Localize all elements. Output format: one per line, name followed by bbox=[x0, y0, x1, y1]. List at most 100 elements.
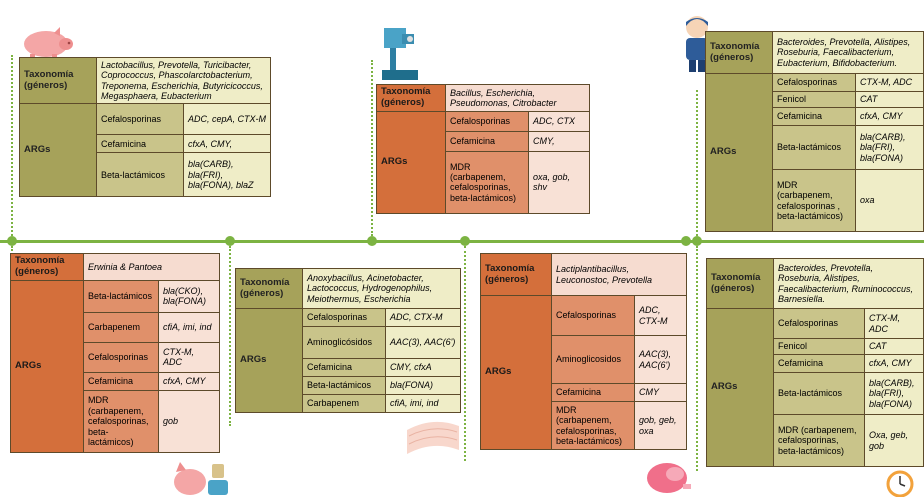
taxonomy-label: Taxonomía (géneros) bbox=[706, 258, 774, 309]
arg-genes: cfiA, imi, ind bbox=[158, 311, 220, 343]
arg-class: Cefalosporinas bbox=[772, 73, 856, 92]
taxa-list: Bacteroides, Prevotella, Roseburia, Alis… bbox=[773, 258, 924, 309]
taxa-list: Lactiplantibacillus, Leuconostoc, Prevot… bbox=[551, 253, 687, 296]
arg-class: Beta-lactámicos bbox=[96, 152, 184, 198]
arg-class: MDR (carbapenem, cefalosporinas, beta-la… bbox=[445, 150, 529, 214]
arg-genes: oxa bbox=[855, 169, 924, 232]
taxonomy-label: Taxonomía (géneros) bbox=[376, 84, 446, 112]
arg-class: MDR (carbapenem, cefalosporinas, beta-la… bbox=[83, 389, 159, 453]
connector-line bbox=[229, 246, 231, 426]
arg-genes: bla(CARB), bla(FRI), bla(FONA), blaZ bbox=[183, 152, 271, 198]
timeline-node bbox=[225, 236, 235, 246]
arg-class: Aminoglicósidos bbox=[302, 326, 386, 359]
card-equipment: Taxonomía (géneros) Anoxybacillus, Acine… bbox=[235, 268, 461, 413]
arg-class: Carbapenem bbox=[302, 394, 386, 413]
arg-class: Cefamicina bbox=[445, 130, 529, 152]
arg-genes: oxa, gob, shv bbox=[528, 150, 590, 214]
taxa-list: Bacteroides, Prevotella, Alistipes, Rose… bbox=[772, 31, 924, 74]
taxonomy-label: Taxonomía (géneros) bbox=[19, 56, 97, 105]
pig-head-icon bbox=[174, 462, 228, 495]
args-label: ARGs bbox=[705, 73, 773, 232]
args-label: ARGs bbox=[235, 308, 303, 413]
arg-class: Cefalosporinas bbox=[83, 341, 159, 373]
arg-genes: CTX-M, ADC bbox=[855, 73, 924, 92]
arg-genes: CAT bbox=[864, 338, 924, 355]
arg-class: Cefamicina bbox=[551, 383, 635, 402]
args-label: ARGs bbox=[19, 103, 97, 198]
arg-genes: bla(CARB), bla(FRI), bla(FONA) bbox=[855, 125, 924, 170]
taxonomy-label: Taxonomía (géneros) bbox=[10, 253, 84, 281]
arg-class: Cefalosporinas bbox=[551, 295, 635, 336]
arg-genes: CMY bbox=[634, 383, 687, 402]
arg-genes: CTX-M, ADC bbox=[864, 308, 924, 339]
ham-icon bbox=[647, 463, 691, 493]
arg-class: Beta-lactámicos bbox=[772, 125, 856, 170]
arg-class: Beta-lactámicos bbox=[83, 279, 159, 313]
arg-class: Cefamicina bbox=[773, 354, 865, 373]
taxonomy-label: Taxonomía (géneros) bbox=[705, 31, 773, 74]
arg-genes: bla(CARB), bla(FRI), bla(FONA) bbox=[864, 372, 924, 415]
card-slaughter: Taxonomía (géneros) Erwinia & Pantoea AR… bbox=[10, 253, 220, 453]
timeline-node bbox=[681, 236, 691, 246]
arg-class: Beta-lactámicos bbox=[302, 376, 386, 395]
arg-genes: CMY, bbox=[528, 130, 590, 152]
args-label: ARGs bbox=[10, 279, 84, 453]
connector-line bbox=[696, 246, 698, 471]
timeline-node bbox=[460, 236, 470, 246]
arg-class: Cefalosporinas bbox=[302, 308, 386, 327]
arg-class: Cefamicina bbox=[96, 134, 184, 154]
taxa-list: Lactobacillus, Prevotella, Turicibacter,… bbox=[96, 56, 271, 105]
arg-class: Cefamicina bbox=[302, 358, 386, 377]
args-label: ARGs bbox=[480, 295, 552, 450]
pig-icon bbox=[24, 27, 73, 61]
arg-genes: cfxA, CMY, bbox=[183, 134, 271, 154]
connector-line bbox=[464, 246, 466, 461]
card-consumer: Taxonomía (géneros) Bacteroides, Prevote… bbox=[705, 31, 924, 232]
connector-line bbox=[11, 55, 13, 236]
card-pig-farm: Taxonomía (géneros) Lactobacillus, Prevo… bbox=[19, 56, 271, 198]
arg-genes: CTX-M, ADC bbox=[158, 341, 220, 373]
timeline-node bbox=[7, 236, 17, 246]
connector-line bbox=[371, 60, 373, 236]
arg-class: Cefamicina bbox=[772, 107, 856, 126]
card-consumer-2: Taxonomía (géneros) Bacteroides, Prevote… bbox=[706, 258, 924, 467]
lab-equipment-icon bbox=[382, 28, 418, 80]
card-processing: Taxonomía (géneros) Bacillus, Escherichi… bbox=[376, 84, 590, 214]
arg-genes: bla(FONA) bbox=[385, 376, 461, 395]
taxonomy-label: Taxonomía (géneros) bbox=[480, 253, 552, 296]
arg-class: MDR (carbapenem, cefalosporinas , beta-l… bbox=[772, 169, 856, 232]
args-label: ARGs bbox=[376, 110, 446, 214]
arg-class: Fenicol bbox=[772, 91, 856, 108]
arg-genes: CMY, cfxA bbox=[385, 358, 461, 377]
timeline-node bbox=[367, 236, 377, 246]
taxa-list: Bacillus, Escherichia, Pseudomonas, Citr… bbox=[445, 84, 590, 112]
connector-line bbox=[696, 90, 698, 236]
arg-genes: gob, geb, oxa bbox=[634, 401, 687, 450]
arg-class: Aminoglicosidos bbox=[551, 335, 635, 384]
arg-class: Cefalosporinas bbox=[96, 103, 184, 136]
arg-genes: cfxA, CMY bbox=[158, 371, 220, 391]
arg-genes: AAC(3), AAC(6') bbox=[385, 326, 461, 359]
person-icon bbox=[686, 16, 708, 72]
arg-genes: gob bbox=[158, 389, 220, 453]
arg-class: Cefalosporinas bbox=[445, 110, 529, 132]
arg-class: Beta-lactámicos bbox=[773, 372, 865, 415]
arg-genes: Oxa, geb, gob bbox=[864, 414, 924, 467]
arg-genes: ADC, CTX-M bbox=[634, 295, 687, 336]
taxonomy-label: Taxonomía (géneros) bbox=[235, 268, 303, 309]
arg-class: Cefalosporinas bbox=[773, 308, 865, 339]
arg-genes: cfiA, imi, ind bbox=[385, 394, 461, 413]
arg-class: MDR (carbapenem, cefalosporinas, beta-la… bbox=[551, 401, 635, 450]
args-label: ARGs bbox=[706, 308, 774, 467]
arg-genes: ADC, cepA, CTX-M bbox=[183, 103, 271, 136]
taxa-list: Anoxybacillus, Acinetobacter, Lactococcu… bbox=[302, 268, 461, 309]
arg-class: MDR (carbapenem, cefalosporinas, beta-la… bbox=[773, 414, 865, 467]
arg-genes: ADC, CTX-M bbox=[385, 308, 461, 327]
arg-class: Carbapenem bbox=[83, 311, 159, 343]
arg-genes: AAC(3), AAC(6') bbox=[634, 335, 687, 384]
arg-class: Fenicol bbox=[773, 338, 865, 355]
arg-class: Cefamicina bbox=[83, 371, 159, 391]
timeline-node bbox=[692, 236, 702, 246]
arg-genes: bla(CKO), bla(FONA) bbox=[158, 279, 220, 313]
meat-slice-icon bbox=[407, 421, 459, 454]
